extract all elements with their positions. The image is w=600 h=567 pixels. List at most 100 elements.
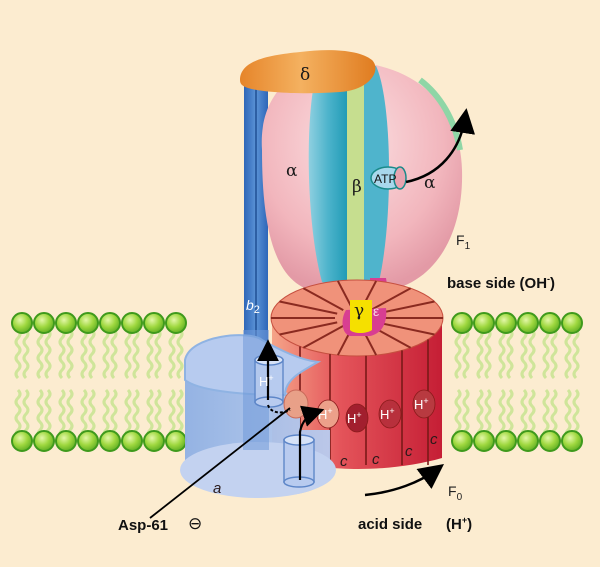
lipid-tail — [132, 388, 140, 440]
lipid-tail — [22, 328, 30, 380]
beta-subunit — [308, 66, 348, 290]
lipid-tail — [564, 388, 572, 440]
lipid-head — [517, 430, 539, 452]
lipid-tail — [58, 388, 66, 440]
proton-label: H+ — [380, 406, 395, 422]
lipid-tail — [454, 388, 462, 440]
c-ring-spoke — [302, 324, 344, 349]
lipid-head — [33, 430, 55, 452]
lipid-tails — [14, 328, 580, 440]
lipid-tail — [564, 328, 572, 380]
lipid-tail — [462, 328, 470, 380]
negative-charge-icon: ⊖ — [188, 514, 202, 533]
c-ring-spoke — [279, 300, 338, 315]
lipid-tail — [132, 328, 140, 380]
lipid-tail — [146, 388, 154, 440]
lipid-head — [473, 312, 495, 334]
lipid-tail — [484, 388, 492, 440]
lipid-tail — [550, 388, 558, 440]
lipid-tail — [484, 328, 492, 380]
rotation-arrow — [364, 464, 445, 497]
lipid-tail — [110, 328, 118, 380]
lipid-head — [451, 430, 473, 452]
lipid-head — [143, 312, 165, 334]
lipid-tail — [506, 388, 514, 440]
ring-protons: H+H+H+H+ — [316, 389, 436, 433]
subunit-a-label: a — [213, 480, 221, 497]
proton-label: H+ — [347, 410, 362, 426]
lipid-head — [451, 312, 473, 334]
lipid-tail — [66, 328, 74, 380]
lipid-tail — [520, 388, 528, 440]
lipid-tail — [88, 388, 96, 440]
lipid-head — [99, 312, 121, 334]
c-subunit-label: c — [430, 431, 438, 448]
atp-label: ATP — [374, 172, 396, 186]
lipid-head — [11, 312, 33, 334]
asp61-pointer — [149, 407, 291, 519]
lipid-head — [539, 312, 561, 334]
lipid-tail — [110, 388, 118, 440]
lipid-tail — [146, 328, 154, 380]
c-subunit-label: c — [340, 453, 348, 470]
asp61-site — [283, 389, 309, 419]
c-ring-spoke — [336, 280, 353, 309]
lipid-tail — [528, 328, 536, 380]
lipid-head — [165, 430, 187, 452]
proton-site — [345, 403, 369, 433]
lipid-head — [121, 430, 143, 452]
c-ring-spoke — [370, 287, 412, 312]
lipid-tail — [58, 328, 66, 380]
lipid-tail — [44, 328, 52, 380]
lipid-head — [77, 312, 99, 334]
proton-entry-arrow — [298, 405, 325, 480]
lipid-tail — [154, 388, 162, 440]
b2-label: b2 — [246, 297, 260, 316]
lipid-tail — [462, 388, 470, 440]
asp61-label: Asp-61 — [118, 517, 168, 534]
lipid-tail — [542, 388, 550, 440]
lipid-head — [539, 430, 561, 452]
lipid-tail — [66, 388, 74, 440]
lipid-tail — [36, 328, 44, 380]
lipid-tail — [168, 328, 176, 380]
lipid-head — [165, 312, 187, 334]
lipid-tail — [80, 388, 88, 440]
delta-label: δ — [300, 65, 310, 85]
c-ring-spoke — [302, 287, 344, 312]
central-stalk — [347, 66, 364, 292]
lipid-tail — [36, 388, 44, 440]
proton-label-channel: H+ — [259, 373, 274, 389]
lipid-head — [495, 312, 517, 334]
base-side-label: base side (OH-) — [447, 274, 555, 292]
lipid-tail — [528, 388, 536, 440]
lipid-tail — [80, 328, 88, 380]
lipid-tail — [498, 328, 506, 380]
proton-site — [378, 399, 402, 429]
lipid-tail — [44, 388, 52, 440]
lipid-tail — [176, 388, 184, 440]
beta-label: β — [352, 177, 362, 197]
acid-side-label: acid side — [358, 516, 422, 533]
atp-release-arrow — [405, 108, 476, 184]
lipid-head — [143, 430, 165, 452]
proton-site — [412, 389, 436, 419]
lipid-tail — [14, 328, 22, 380]
lipid-tail — [88, 328, 96, 380]
lipid-head — [561, 430, 583, 452]
lipid-head — [121, 312, 143, 334]
lipid-tail — [168, 388, 176, 440]
lipid-tail — [124, 388, 132, 440]
lipid-tail — [476, 388, 484, 440]
lipid-tail — [22, 388, 30, 440]
f0-label: F0 — [448, 483, 463, 503]
lipid-tail — [572, 388, 580, 440]
lipid-head — [11, 430, 33, 452]
f1-label: F1 — [456, 232, 471, 252]
atp-site — [370, 166, 407, 190]
lipid-tail — [476, 328, 484, 380]
lipid-tail — [102, 388, 110, 440]
lipid-tail — [550, 328, 558, 380]
